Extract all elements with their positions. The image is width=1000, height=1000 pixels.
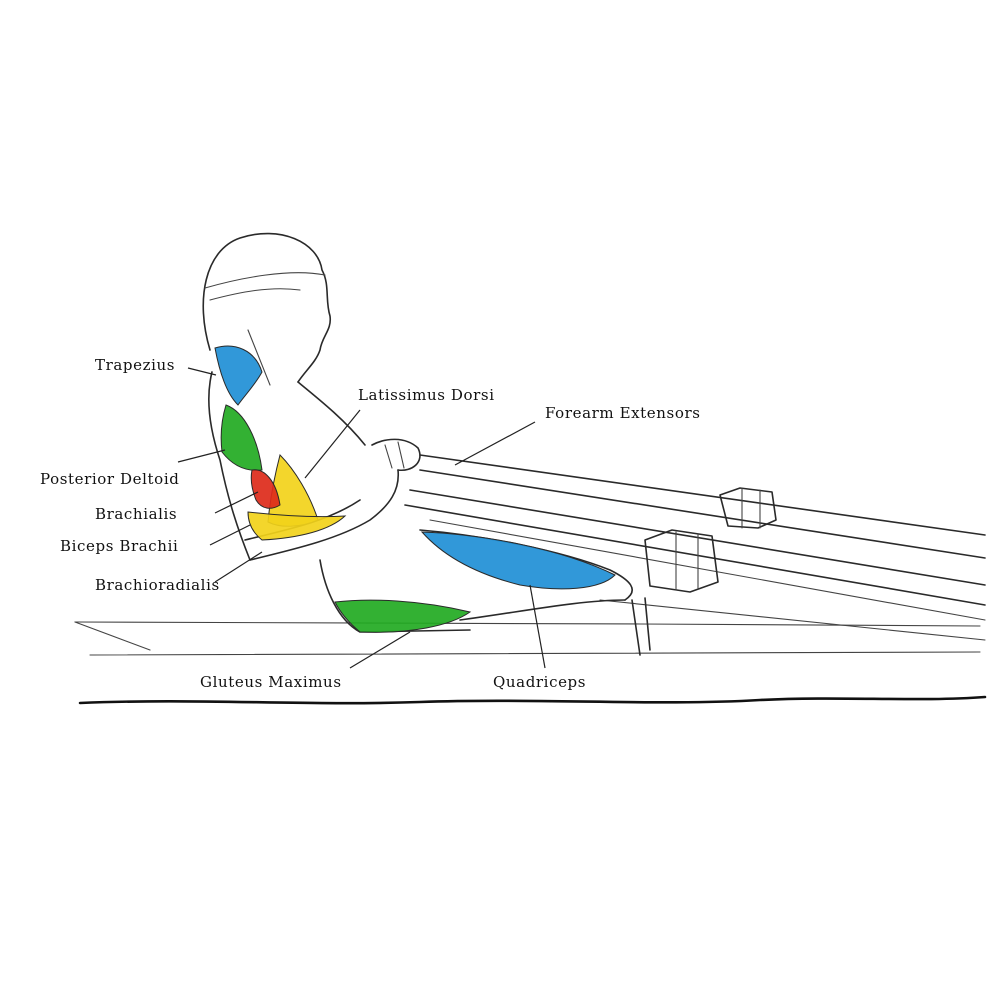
label-quadriceps: Quadriceps bbox=[493, 673, 586, 691]
label-posterior-deltoid: Posterior Deltoid bbox=[40, 470, 179, 488]
label-trapezius: Trapezius bbox=[95, 356, 175, 374]
label-brachioradialis: Brachioradialis bbox=[95, 576, 220, 594]
label-biceps-brachii: Biceps Brachii bbox=[60, 537, 178, 555]
label-gluteus-maximus: Gluteus Maximus bbox=[200, 673, 342, 691]
quadriceps-muscle bbox=[420, 531, 616, 590]
trapezius-muscle bbox=[214, 345, 263, 406]
label-forearm-extensors: Forearm Extensors bbox=[545, 404, 701, 422]
oarlock-upper bbox=[719, 487, 777, 529]
label-latissimus-dorsi: Latissimus Dorsi bbox=[358, 386, 495, 404]
biceps-brachii-muscle bbox=[247, 511, 347, 541]
posterior-deltoid-muscle bbox=[220, 404, 263, 471]
oar-shafts bbox=[404, 454, 986, 641]
oarlock-lower bbox=[631, 529, 719, 656]
brachialis-muscle bbox=[250, 469, 281, 509]
gluteus-maximus-muscle bbox=[334, 599, 472, 633]
label-brachialis: Brachialis bbox=[95, 505, 177, 523]
leader-lines bbox=[177, 367, 546, 669]
